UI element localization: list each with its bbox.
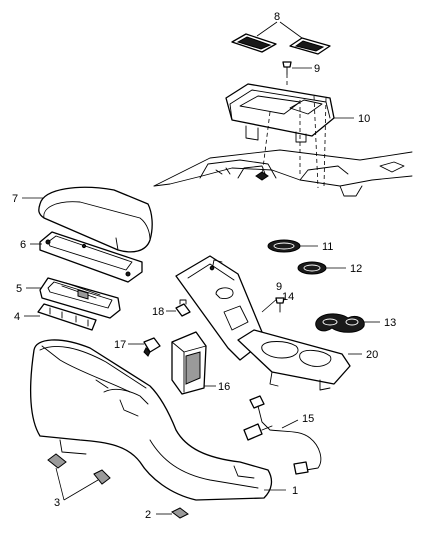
- callout-3: 3: [54, 497, 60, 509]
- upper-bezel: [225, 83, 335, 143]
- lower-console: [29, 339, 273, 501]
- bracket: [37, 303, 97, 331]
- storage-bin: [171, 331, 207, 395]
- callout-5: 5: [16, 283, 22, 295]
- callout-4: 4: [14, 311, 20, 323]
- callout-6: 6: [20, 239, 26, 251]
- power-outlet: [143, 337, 161, 357]
- cup-insert-12: [297, 261, 327, 275]
- callout-17: 17: [114, 339, 126, 351]
- screw-mid: [275, 297, 285, 313]
- callout-13: 13: [384, 317, 396, 329]
- cup-insert-11: [267, 239, 301, 253]
- callout-14: 14: [282, 291, 294, 303]
- callout-20: 20: [366, 349, 378, 361]
- callout-9-mid: 9: [276, 281, 282, 293]
- callout-15: 15: [302, 413, 314, 425]
- callout-10: 10: [358, 113, 370, 125]
- callout-9-top: 9: [314, 63, 320, 75]
- wiring-harness: [243, 395, 322, 475]
- clip-left: [47, 453, 67, 469]
- cover-plate-left: [231, 33, 277, 53]
- console-frame: [237, 329, 351, 391]
- clip-right: [93, 469, 111, 485]
- callout-11: 11: [322, 241, 333, 253]
- storage-tray: [39, 277, 121, 319]
- callout-1: 1: [292, 485, 298, 497]
- screw-top: [282, 61, 292, 75]
- cup-insert-13: [315, 313, 365, 333]
- fastener-clip: [175, 299, 191, 317]
- callout-12: 12: [350, 263, 362, 275]
- cover-plate-right: [289, 37, 331, 55]
- hinge-plate: [39, 231, 143, 283]
- callout-8: 8: [274, 11, 280, 23]
- callout-7: 7: [12, 193, 18, 205]
- callout-2: 2: [145, 509, 151, 521]
- callout-16: 16: [218, 381, 230, 393]
- floor-pan: [153, 149, 413, 197]
- callout-18: 18: [152, 306, 164, 318]
- armrest-lid: [38, 186, 153, 253]
- small-clip: [171, 507, 189, 519]
